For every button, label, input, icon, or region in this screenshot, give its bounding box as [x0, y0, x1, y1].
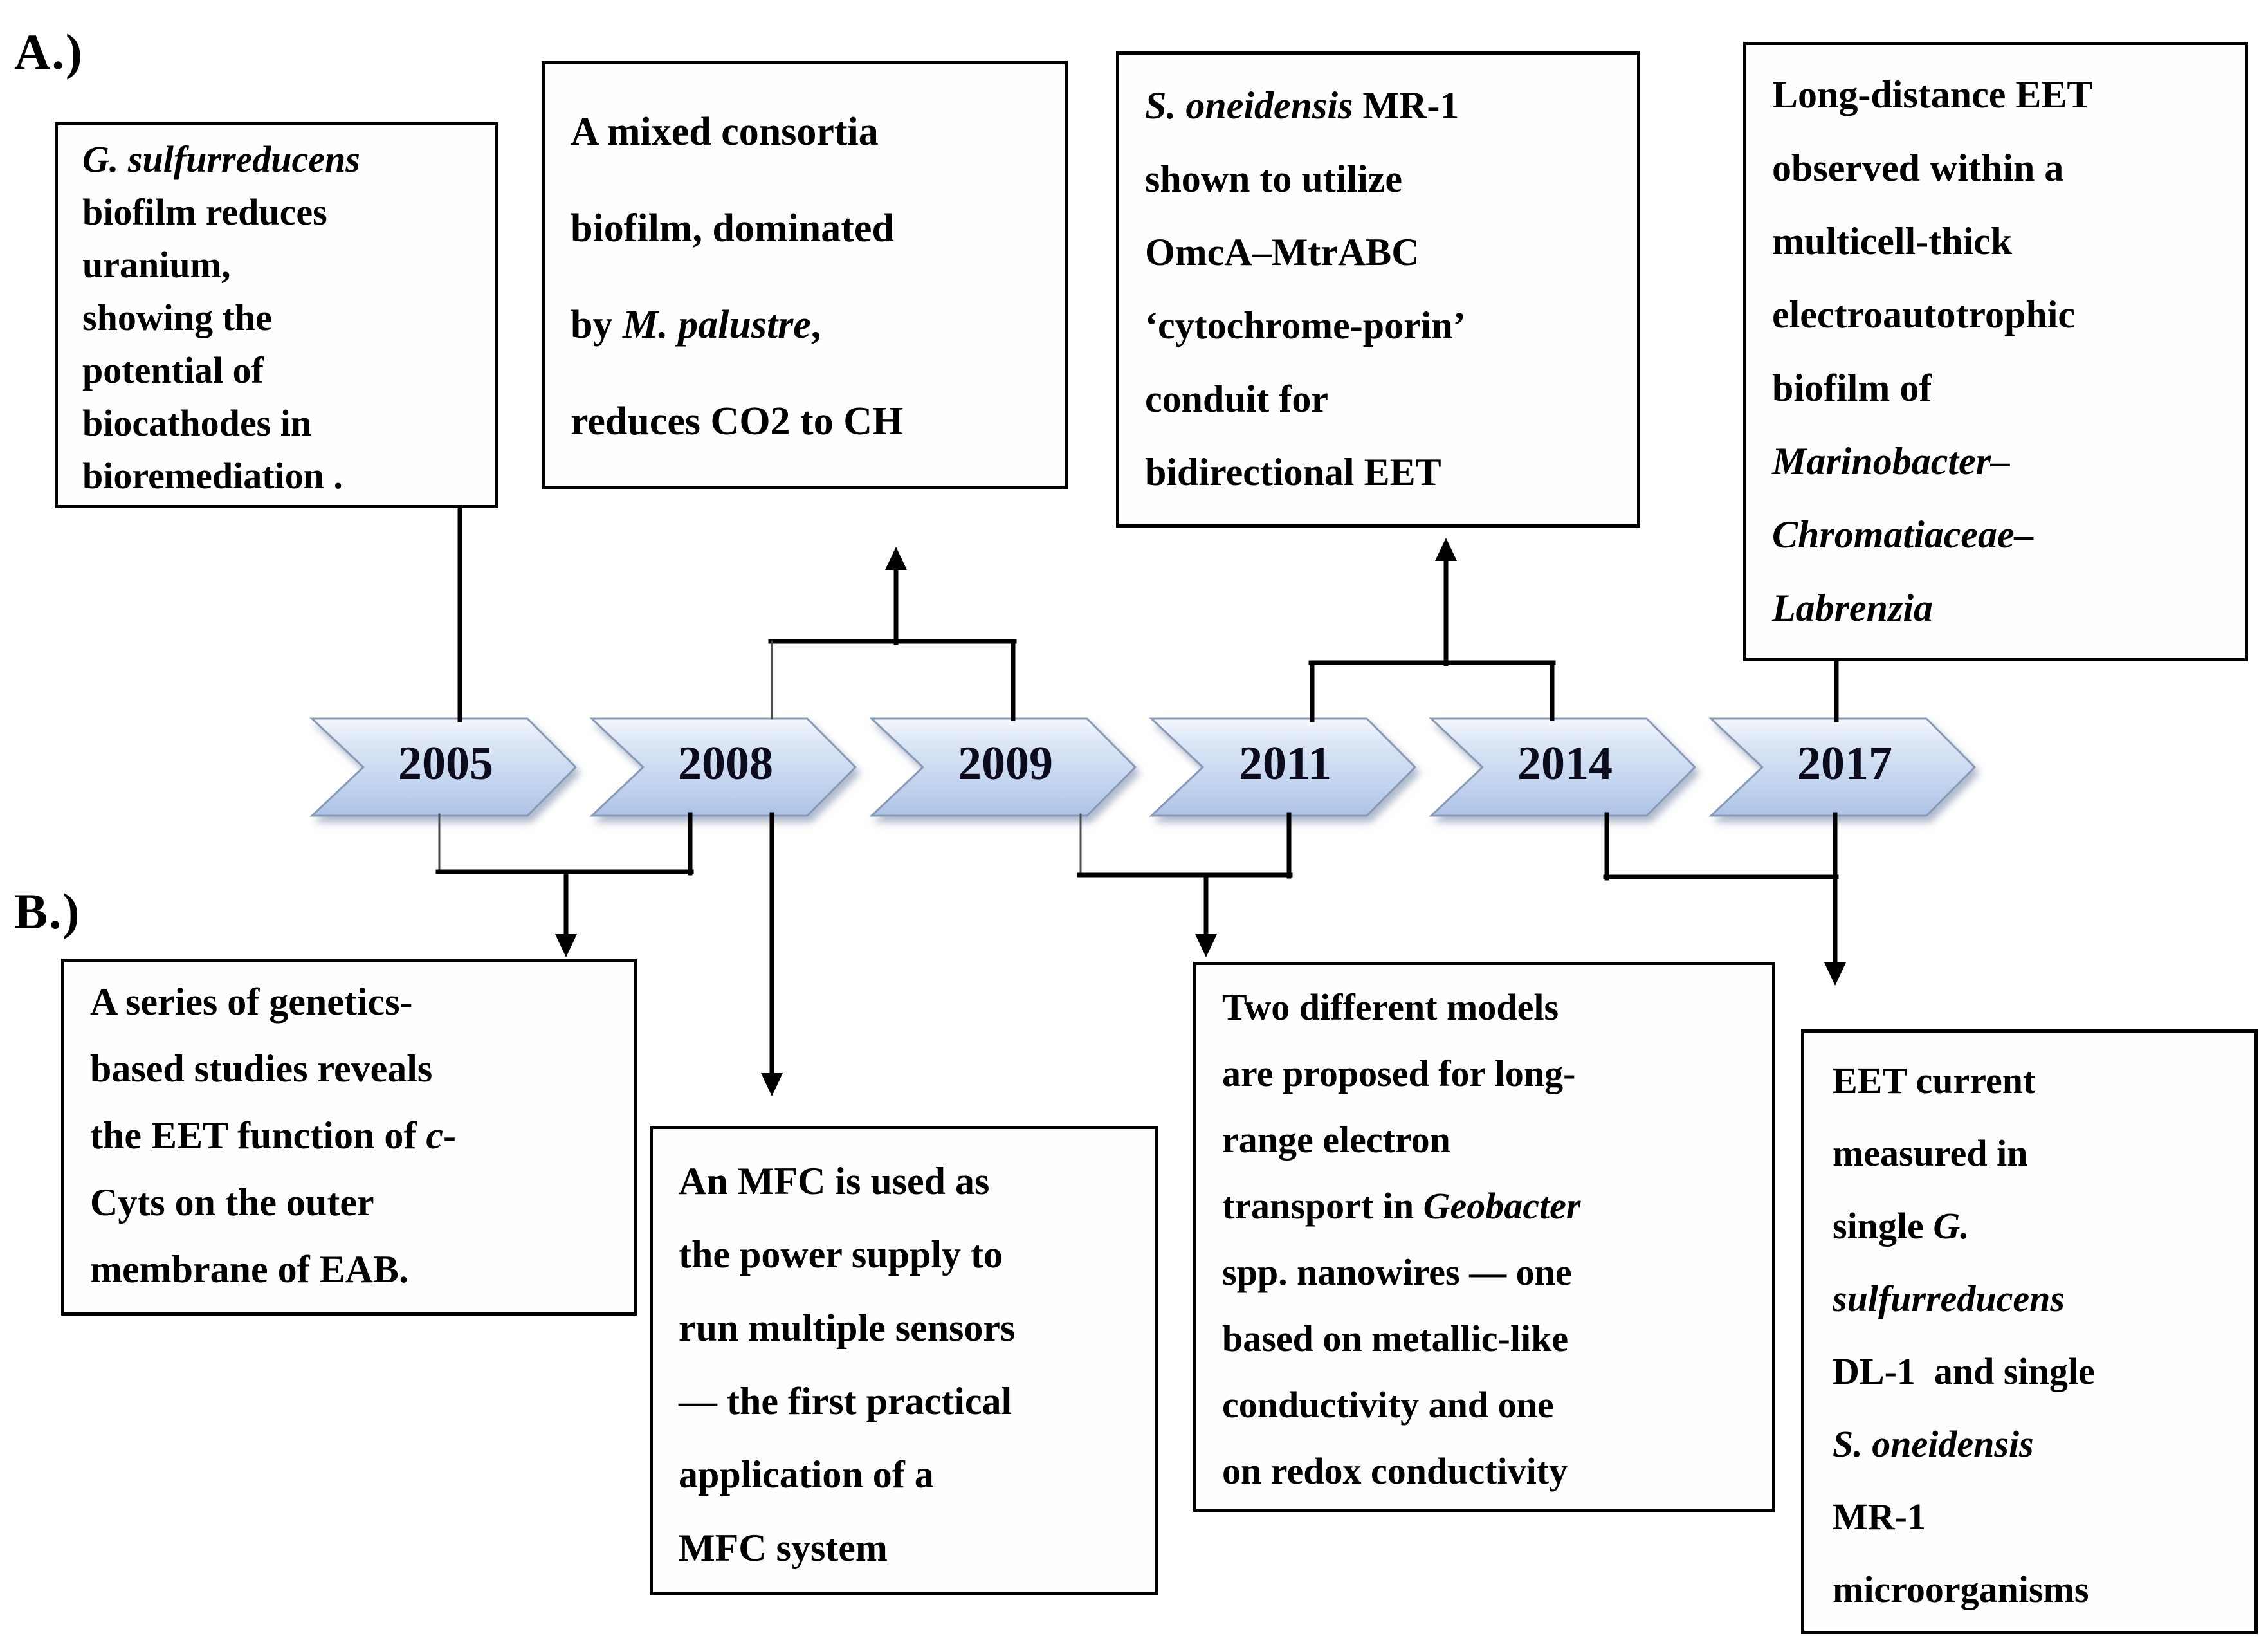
text-line: Marinobacter– [1772, 440, 2011, 482]
text-line: S. oneidensis [1833, 1423, 2034, 1465]
text-line: Cyts on the outer [90, 1181, 374, 1224]
text-line: based on metallic-like [1222, 1318, 1569, 1359]
text-line: membrane of EAB. [90, 1248, 408, 1291]
section-label-a: A.) [14, 24, 84, 80]
arrowhead-down-mfc-box [761, 1073, 783, 1096]
arrowhead-up-oneidensis-box [1435, 538, 1457, 561]
timeline-year-2009: 2009 [958, 737, 1053, 790]
text-line: biofilm, dominated [571, 207, 894, 250]
text-line: spp. nanowires — one [1222, 1251, 1572, 1293]
event-box-bottom-2014-2017: EET current measured in single G. sulfurred… [1801, 1029, 2258, 1634]
text-line: biocathodes in [82, 402, 312, 444]
text-line: A mixed consortia [571, 110, 879, 154]
text-line: are proposed for long- [1222, 1052, 1576, 1094]
timeline-chevron-2017 [1708, 717, 1977, 817]
text-line: measured in [1833, 1132, 2028, 1174]
event-box-top-2017: Long-distance EET observed within a multic… [1743, 42, 2248, 661]
connector-2009-2011-to-bottom-box [1077, 812, 1293, 937]
text-line: biofilm of [1772, 367, 1932, 409]
text-line: application of a [679, 1453, 934, 1496]
text-line: electroautotrophic [1772, 293, 2076, 336]
text-line: MFC system [679, 1527, 888, 1569]
connector-2005-2008-to-bottom-box [435, 812, 694, 937]
text-line: MR-1 [1833, 1496, 1926, 1538]
text-line: An MFC is used as [679, 1160, 990, 1202]
timeline-year-2017: 2017 [1797, 737, 1892, 790]
timeline-chevron-2005 [309, 717, 578, 817]
timeline-year-2005: 2005 [398, 737, 493, 790]
text-line: the power supply to [679, 1233, 1003, 1276]
text-line: EET current [1833, 1060, 2036, 1101]
timeline-chevron-2008 [589, 717, 857, 817]
event-box-top-2005: G. sulfurreducens biofilm reduces uranium,… [55, 122, 498, 508]
timeline-year-2014: 2014 [1517, 737, 1613, 790]
timeline-year-2008: 2008 [678, 737, 773, 790]
text-line: by M. palustre, [571, 303, 821, 347]
text-line: OmcA–MtrABC [1145, 231, 1420, 273]
text-line: Chromatiaceae– [1772, 513, 2034, 556]
text-line: bioremediation . [82, 455, 343, 497]
text-line: multicell-thick [1772, 220, 2013, 262]
text-line: microorganisms [1833, 1568, 2089, 1610]
text-line: S. oneidensis MR-1 [1145, 84, 1459, 127]
text-line: DL-1 and single [1833, 1350, 2095, 1392]
text-line: Two different models [1222, 986, 1559, 1028]
timeline-band [309, 717, 1977, 817]
text-line: conductivity and one [1222, 1384, 1554, 1426]
timeline-chevron-2014 [1429, 717, 1697, 817]
text-line: bidirectional EET [1145, 451, 1441, 493]
connector-top-box-to-2011-2014 [1308, 558, 1556, 722]
event-box-top-2008-2009: A mixed consortia biofilm, dominated by M.… [542, 61, 1068, 489]
text-line: transport in Geobacter [1222, 1185, 1581, 1227]
arrowhead-up-consortia-box [885, 547, 907, 570]
section-label-b: B.) [14, 883, 81, 939]
text-line: potential of [82, 349, 264, 391]
text-line: sulfurreducens [1833, 1278, 2065, 1319]
event-box-bottom-2005-2008: A series of genetics-based studies revea… [61, 959, 637, 1316]
text-line: showing the [82, 297, 272, 338]
text-line: based studies reveals [90, 1047, 433, 1090]
arrowhead-down-genetics-box [555, 934, 577, 957]
text-line: on redox conductivity [1222, 1450, 1568, 1492]
timeline-chevron-2011 [1149, 717, 1417, 817]
text-line: range electron [1222, 1119, 1450, 1161]
connector-top-box-to-2008-2009 [768, 567, 1017, 721]
text-line: observed within a [1772, 147, 2064, 189]
text-line: ‘cytochrome-porin’ [1145, 304, 1466, 347]
text-line: uranium, [82, 244, 231, 286]
text-line: shown to utilize [1145, 158, 1403, 200]
event-box-bottom-2008: An MFC is used as the power supply to run … [650, 1126, 1158, 1595]
timeline-year-2011: 2011 [1239, 737, 1331, 790]
text-line: biofilm reduces [82, 191, 327, 233]
arrowhead-down-models-box [1195, 934, 1217, 957]
arrowhead-down-eetcurrent-box [1824, 962, 1846, 986]
text-line: single G. [1833, 1205, 1970, 1247]
text-line: reduces CO2 to CH [571, 400, 904, 443]
text-line: A series of genetics- [90, 980, 413, 1023]
text-line: Labrenzia [1772, 587, 1934, 629]
event-box-bottom-2009-2011: Two different models are proposed for lon… [1193, 962, 1775, 1512]
timeline-chevron-2009 [869, 717, 1137, 817]
text-line: conduit for [1145, 378, 1328, 420]
text-line: G. sulfurreducens [82, 138, 360, 180]
text-line: Long-distance EET [1772, 73, 2093, 116]
text-line: the EET function of c- [90, 1114, 456, 1157]
connector-2014-2017-to-bottom-box [1603, 812, 1839, 965]
text-line: — the first practical [679, 1380, 1012, 1422]
text-line: run multiple sensors [679, 1307, 1016, 1349]
